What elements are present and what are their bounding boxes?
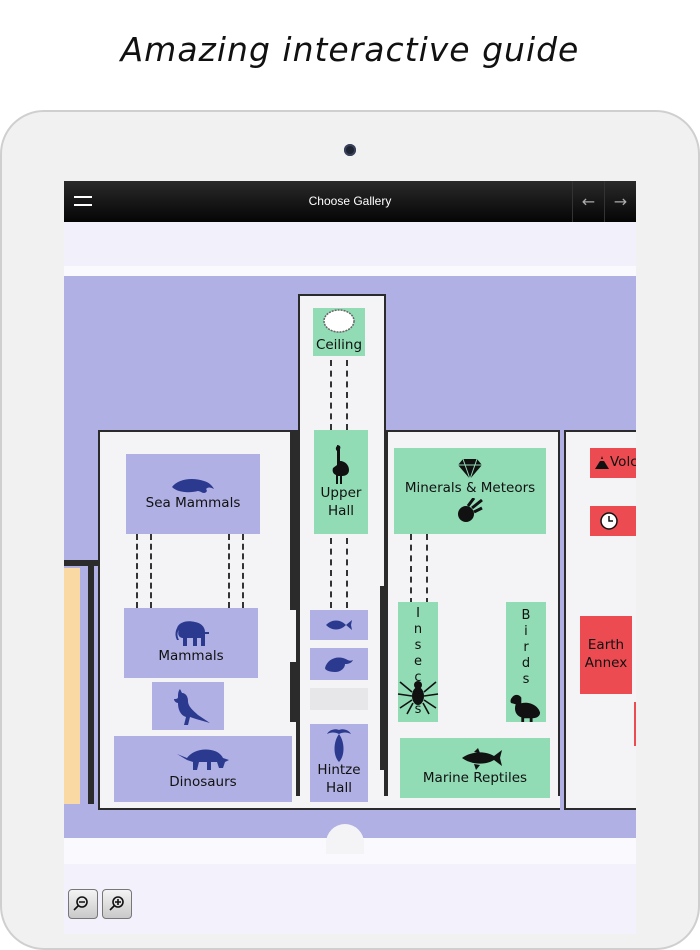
dodo-icon	[510, 694, 541, 722]
headline: Amazing interactive guide	[120, 30, 580, 69]
meteor-icon	[458, 497, 483, 522]
room-label-line: Upper	[320, 485, 362, 502]
ostrich-icon	[332, 445, 349, 485]
whale-icon	[172, 479, 214, 494]
room-earth-annex[interactable]: Earth Annex	[580, 616, 632, 694]
info-strip	[64, 222, 636, 266]
room-marine-reptiles[interactable]: Marine Reptiles	[400, 738, 550, 798]
room-label: Mammals	[158, 648, 224, 665]
room-sea-mammals[interactable]: Sea Mammals	[126, 454, 260, 534]
zoom-out-button[interactable]	[68, 889, 98, 919]
room-label: Minerals & Meteors	[404, 480, 536, 497]
room-label-line: Earth	[587, 637, 625, 654]
room-label-line: Hall	[326, 780, 352, 796]
gem-icon	[458, 459, 482, 480]
room-dinosaurs[interactable]: Dinosaurs	[114, 736, 292, 802]
back-arrow-icon: ←	[581, 192, 596, 211]
spider-icon	[397, 681, 439, 715]
back-button[interactable]: ←	[572, 181, 604, 222]
room-mammals[interactable]: Mammals	[124, 608, 258, 678]
orange-zone	[64, 568, 80, 804]
app-screen: Choose Gallery ← →	[64, 181, 636, 934]
forward-button[interactable]: →	[604, 181, 636, 222]
zoom-in-button[interactable]	[102, 889, 132, 919]
entrance	[326, 824, 364, 854]
room-upper-hall[interactable]: Upper Hall	[314, 430, 368, 534]
room-ceiling[interactable]: Ceiling	[313, 308, 365, 356]
birds-label: B i r d s	[521, 608, 531, 687]
room-label: Sea Mammals	[145, 495, 241, 512]
camera-icon	[344, 144, 356, 156]
room-label: Marine Reptiles	[422, 770, 528, 787]
gallery-map[interactable]: Ceiling Upper Hall	[64, 276, 636, 854]
room-hintze-hall[interactable]: Hintze Hall	[310, 724, 368, 802]
newt-icon	[325, 657, 353, 672]
zoom-out-icon	[73, 896, 88, 911]
room-kangaroo[interactable]	[152, 682, 224, 730]
empty-room	[310, 688, 368, 710]
room-minerals-meteors[interactable]: Minerals & Meteors	[394, 448, 546, 534]
room-label: Ceiling	[315, 337, 363, 354]
forward-arrow-icon: →	[613, 192, 628, 211]
bottom-strip	[64, 864, 636, 934]
ceiling-icon	[323, 309, 355, 333]
room-birds[interactable]: B i r d s	[506, 602, 546, 722]
fish-icon	[326, 620, 352, 630]
clock-icon	[600, 512, 618, 530]
room-amphibians[interactable]	[310, 648, 368, 680]
room-earth-time[interactable]	[590, 506, 636, 536]
room-label: Dinosaurs	[169, 774, 237, 791]
top-bar: Choose Gallery ← →	[64, 181, 636, 222]
ichthyosaur-icon	[448, 748, 502, 771]
zoom-in-icon	[109, 896, 124, 911]
room-label-line: Hall	[328, 503, 354, 519]
room-label-line: Annex	[584, 655, 628, 671]
room-label: Volc	[610, 454, 636, 471]
room-volcanoes[interactable]: Volc	[590, 448, 636, 478]
room-fish[interactable]	[310, 610, 368, 640]
volcano-icon	[595, 456, 609, 469]
blue-whale-icon	[327, 729, 351, 763]
room-label-line: Hintze	[317, 762, 361, 779]
triceratops-icon	[177, 749, 229, 771]
menu-button[interactable]	[64, 181, 102, 222]
elephant-icon	[175, 621, 209, 647]
page-title: Choose Gallery	[308, 194, 392, 208]
kangaroo-icon	[174, 689, 210, 725]
